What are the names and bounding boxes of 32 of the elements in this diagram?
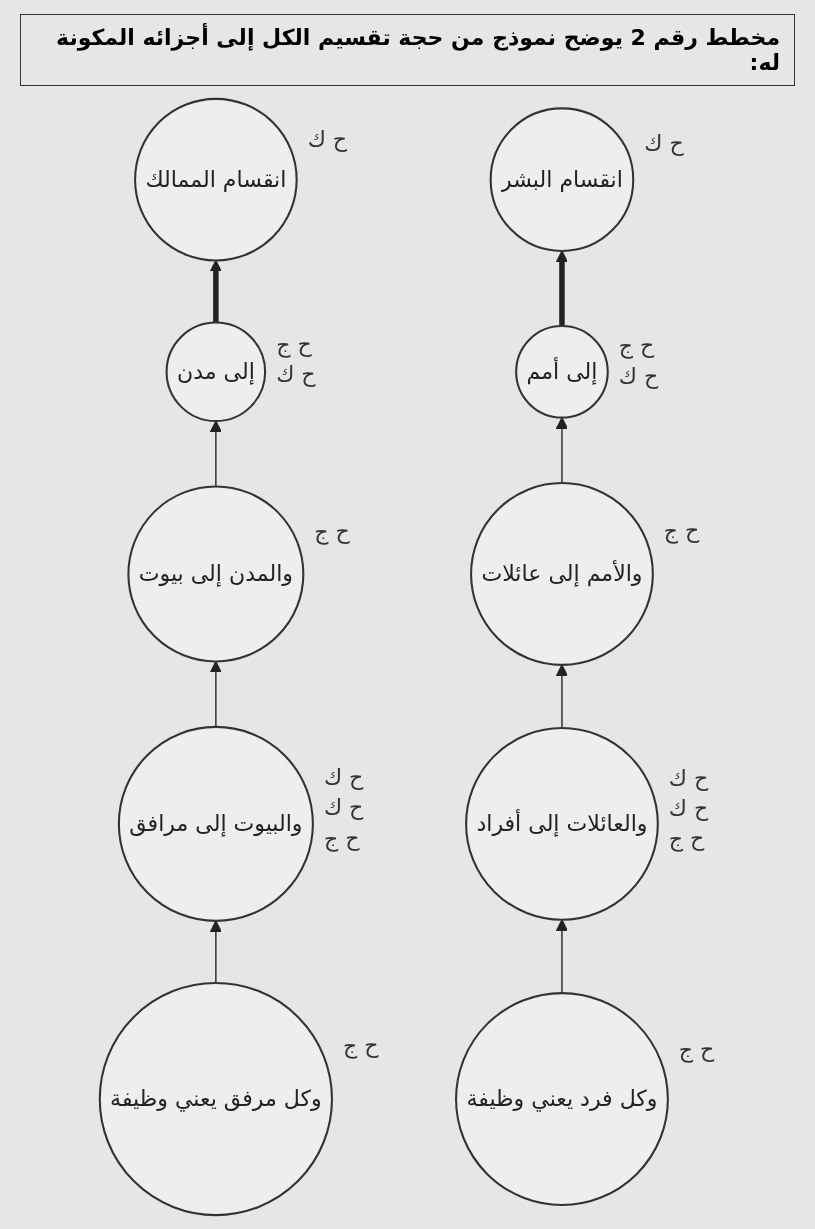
ellipse-node: والأمم إلى عائلات [470, 482, 654, 666]
ellipse-node: انقسام الممالك [134, 97, 298, 262]
node-annotation: ح ج [314, 518, 350, 544]
node-annotation: ح ك [644, 131, 684, 157]
node-annotation: ح ج [678, 1036, 715, 1062]
node-annotation: ح ج [668, 826, 705, 852]
arrow [555, 664, 568, 729]
node-annotation: ح ك [668, 765, 709, 791]
ellipse-node: والمدن إلى بيوت [127, 485, 305, 663]
ellipse-node: والبيوت إلى مرافق [117, 725, 314, 922]
node-annotation: ح ج [663, 517, 700, 543]
node-annotation: ح ك [323, 765, 364, 791]
ellipse-node: والعائلات إلى أفراد [465, 727, 659, 921]
ellipse-node: انقسام البشر [489, 107, 635, 252]
node-annotation: ح ج [343, 1032, 379, 1058]
node-annotation: ح ك [618, 363, 659, 389]
arrow [555, 417, 568, 484]
arrow [555, 919, 568, 994]
arrow [209, 920, 222, 984]
arrow [555, 250, 568, 326]
node-annotation: ح ك [323, 795, 364, 821]
ellipse-node: وكل فرد يعني وظيفة [455, 992, 669, 1206]
node-annotation: ح ك [276, 362, 316, 388]
node-annotation: ح ك [668, 795, 709, 821]
node-annotation: ح ج [618, 333, 655, 359]
ellipse-node: إلى أمم [515, 324, 609, 419]
node-annotation: ح ج [276, 332, 312, 358]
node-annotation: ح ك [307, 127, 348, 153]
diagram-title: مخطط رقم 2 يوضح نموذج من حجة تقسيم الكل إلى أجزائه المكونة له: [20, 14, 795, 86]
ellipse-node: وكل مرفق يعني وظيفة [98, 981, 333, 1217]
node-annotation: ح ج [323, 825, 360, 851]
ellipse-node: إلى مدن [165, 321, 267, 423]
